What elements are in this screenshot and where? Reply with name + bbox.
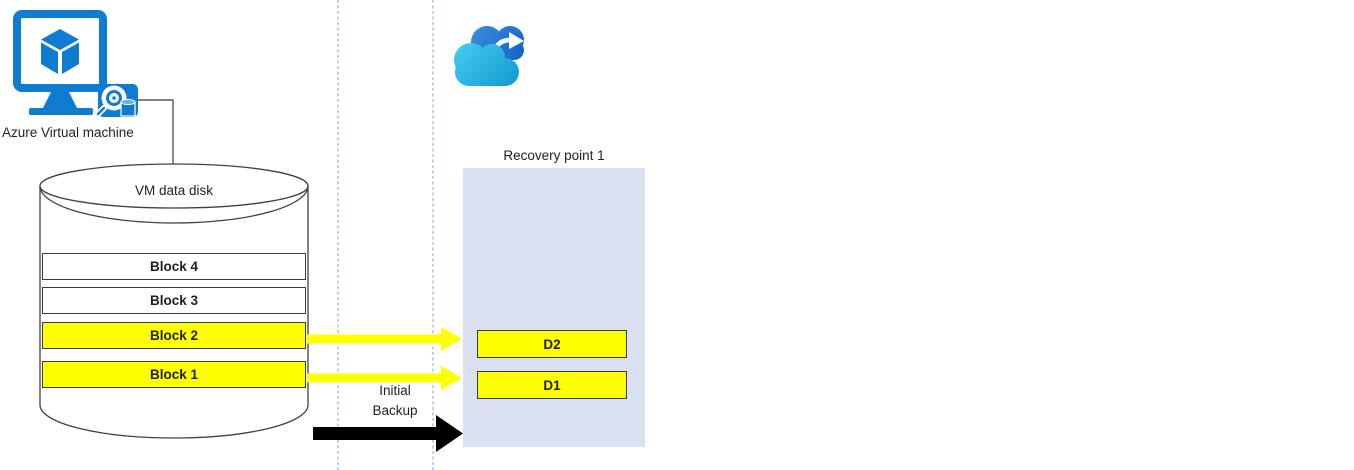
disk-block: Block 2: [42, 322, 306, 349]
disk-block-label: Block 2: [149, 328, 199, 343]
initial-backup-label-line1: Initial: [379, 383, 411, 398]
azure-vm-label: Azure Virtual machine: [2, 125, 134, 140]
disk-block: Block 4: [42, 253, 306, 280]
recovery-chunk: D1: [477, 371, 627, 399]
disk-block: Block 3: [42, 287, 306, 314]
recovery-chunk-label: D1: [543, 377, 561, 393]
azure-vm-monitor-icon: [13, 10, 107, 115]
recovery-point-panel: [463, 168, 645, 447]
disk-block-label: Block 3: [149, 293, 199, 308]
recovery-chunk-label: D2: [543, 336, 561, 352]
backup-cloud-icon: [454, 26, 524, 86]
initial-backup-label-line2: Backup: [372, 403, 418, 418]
initial-backup-label: Initial Backup: [345, 381, 445, 421]
disk-block-label: Block 4: [149, 259, 199, 274]
vm-data-disk-title: VM data disk: [134, 183, 214, 198]
recovery-point-title: Recovery point 1: [503, 148, 605, 163]
disk-block: Block 1: [42, 361, 306, 388]
disk-block-label: Block 1: [149, 367, 199, 382]
recovery-chunk: D2: [477, 330, 627, 358]
disk-search-icon: [95, 84, 138, 117]
block2-to-d2-arrow: [307, 327, 462, 351]
